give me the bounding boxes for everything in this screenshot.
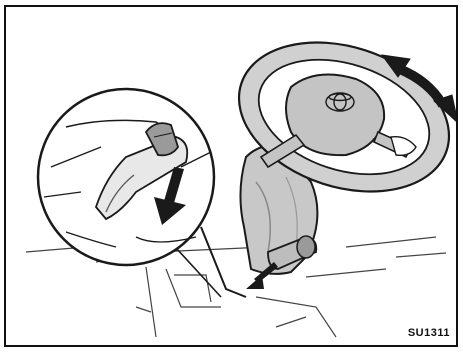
steering-column-illustration [6,7,456,345]
figure-code: SU1311 [408,327,450,339]
figure-frame: SU1311 [4,5,458,347]
magnified-inset [38,89,214,265]
